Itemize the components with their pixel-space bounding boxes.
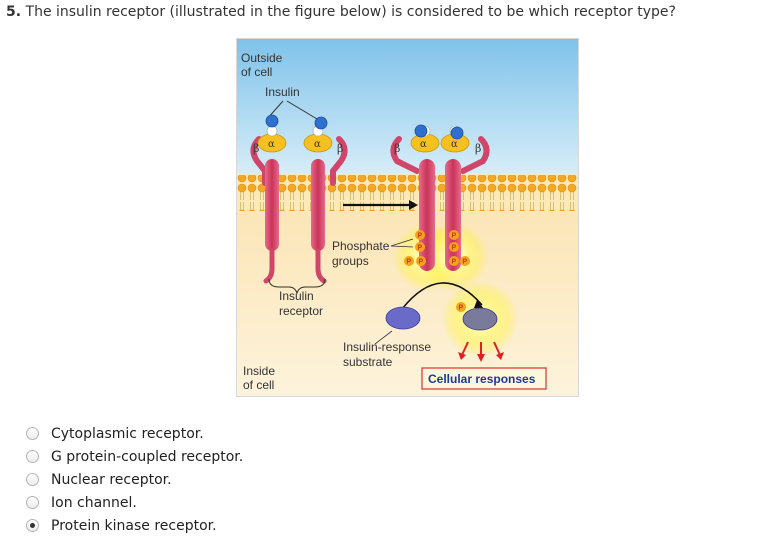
- insulin-pointer-right: [286, 100, 318, 120]
- receptor-label-line2: receptor: [279, 304, 323, 318]
- cellular-responses-box: [421, 367, 547, 390]
- alpha-label: α: [451, 139, 458, 150]
- phosphate-groups: P P P P P P P P: [404, 230, 470, 266]
- phosphate-pointer: [390, 245, 414, 248]
- substrate-label-line1: Insulin-response: [343, 340, 431, 354]
- option-protein-kinase-receptor[interactable]: Protein kinase receptor.: [26, 514, 243, 537]
- substrate-pointer: [374, 330, 393, 345]
- substrate-active: [462, 307, 498, 331]
- beta-label: β: [394, 142, 400, 155]
- insulin-molecule: [414, 124, 428, 138]
- svg-text:P: P: [419, 259, 424, 266]
- substrate-label-line2: substrate: [343, 355, 393, 369]
- option-label: G protein-coupled receptor.: [51, 448, 244, 465]
- radio-button[interactable]: [26, 473, 39, 486]
- radio-button[interactable]: [26, 519, 39, 532]
- cytoplasm-region: [237, 177, 578, 396]
- svg-text:P: P: [452, 245, 457, 252]
- option-ion-channel[interactable]: Ion channel.: [26, 491, 243, 514]
- receptor-brace: [268, 278, 326, 295]
- activation-arrow-head: [409, 200, 418, 210]
- svg-text:P: P: [463, 259, 468, 266]
- phosphate-label-line1: Phosphate: [332, 239, 390, 253]
- insulin-molecule: [265, 114, 279, 128]
- inactive-receptor: [250, 125, 348, 284]
- insulin-receptor-figure: Outside of cell Insulin β α α β β: [236, 38, 579, 397]
- option-nuclear-receptor[interactable]: Nuclear receptor.: [26, 468, 243, 491]
- radio-button[interactable]: [26, 450, 39, 463]
- option-label: Protein kinase receptor.: [51, 517, 217, 534]
- beta-label: β: [475, 142, 481, 155]
- inside-label-line2: of cell: [243, 378, 274, 392]
- svg-text:P: P: [452, 259, 457, 266]
- svg-text:P: P: [407, 259, 412, 266]
- substrate-inactive: [385, 306, 421, 330]
- option-label: Ion channel.: [51, 494, 137, 511]
- svg-text:P: P: [418, 245, 423, 252]
- alpha-label: α: [420, 139, 427, 150]
- svg-text:P: P: [459, 305, 464, 312]
- option-cytoplasmic-receptor[interactable]: Cytoplasmic receptor.: [26, 422, 243, 445]
- inside-label-line1: Inside: [243, 364, 275, 378]
- phosphate-pointer: [390, 238, 414, 247]
- alpha-label: α: [314, 139, 321, 150]
- substrate-phosphate: [456, 302, 466, 312]
- answer-options: Cytoplasmic receptor. G protein-coupled …: [26, 422, 243, 537]
- option-g-protein-coupled-receptor[interactable]: G protein-coupled receptor.: [26, 445, 243, 468]
- svg-text:P: P: [418, 233, 423, 240]
- outside-label-line1: Outside: [241, 51, 283, 65]
- option-label: Nuclear receptor.: [51, 471, 172, 488]
- alpha-label: α: [268, 139, 275, 150]
- receptor-label-line1: Insulin: [279, 289, 314, 303]
- svg-text:P: P: [452, 233, 457, 240]
- question-text: 5. The insulin receptor (illustrated in …: [6, 4, 676, 20]
- insulin-label: Insulin: [265, 85, 300, 99]
- phosphorylation-arrow-head: [474, 300, 484, 309]
- radio-button[interactable]: [26, 427, 39, 440]
- question-number: 5.: [6, 4, 22, 20]
- insulin-molecule: [450, 126, 464, 140]
- phosphate-label-line2: groups: [332, 254, 369, 268]
- figure-illustration: Outside of cell Insulin β α α β β: [237, 39, 578, 396]
- radio-button[interactable]: [26, 496, 39, 509]
- phosphorylation-arrow: [401, 282, 483, 310]
- question-body: The insulin receptor (illustrated in the…: [25, 4, 676, 20]
- extracellular-region: [237, 39, 578, 177]
- outside-label-line2: of cell: [241, 65, 272, 79]
- response-arrows: [458, 341, 504, 362]
- cellular-responses-label: Cellular responses: [428, 372, 536, 386]
- option-label: Cytoplasmic receptor.: [51, 425, 204, 442]
- insulin-molecule: [314, 116, 328, 130]
- beta-label: β: [337, 142, 343, 155]
- beta-label: β: [253, 142, 259, 155]
